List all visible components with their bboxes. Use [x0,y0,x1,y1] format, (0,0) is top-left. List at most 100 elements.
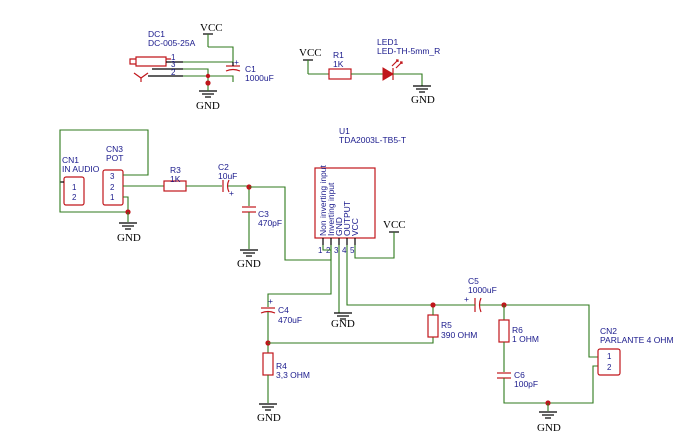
wire-r4-r5 [268,337,434,344]
c1-plus: + [234,57,239,67]
junction-dot [205,80,211,86]
dc1-pin-2: 2 [171,68,176,77]
gnd-label-c3: GND [237,258,261,270]
r5-ref: R5 [441,320,452,330]
junction-dot [430,302,436,308]
vcc-label-dc: VCC [200,22,223,34]
cn3-pin-1: 1 [110,193,115,202]
c4-plus: + [268,296,273,306]
wire-in-gnd [59,182,129,213]
cn1-value: IN AUDIO [62,164,100,174]
vcc-label-u1: VCC [383,219,406,231]
c2-capacitor[interactable] [222,179,230,193]
vcc-symbol-led [303,59,313,74]
c6-capacitor[interactable] [497,372,511,379]
c3-ref: C3 [258,209,269,219]
dc1-value: DC-005-25A [148,38,196,48]
junction-dot [205,73,211,79]
c5-plus: + [464,294,469,304]
c5-value: 1000uF [468,285,497,295]
gnd-symbol-r4 [259,403,277,411]
cn2-value: PARLANTE 4 OHM [600,335,674,345]
u1-pin3-num: 3 [334,246,339,255]
cn3-pin-3: 3 [110,172,115,181]
wire-dc-vcc [183,46,234,63]
c3-capacitor[interactable] [242,206,256,213]
gnd-label-out: GND [537,422,561,434]
u1-pin5-num: 5 [350,246,355,255]
dc1-jack[interactable]: 1 3 2 [129,53,183,82]
dc1-pin-1: 1 [171,53,176,62]
wire-dc-gnd [183,68,234,82]
r3-value: 1K [170,174,181,184]
u1-pin5-name: VCC [350,218,360,236]
u1-ref: U1 [339,126,350,136]
r3-ref: R3 [170,165,181,175]
gnd-label-led: GND [411,94,435,106]
c1-ref: C1 [245,64,256,74]
u1-pin3-name: GND [334,217,344,236]
wire-c5-cn2 [464,304,598,358]
cn2-pin-1: 1 [607,352,612,361]
c1-value: 1000uF [245,73,274,83]
r6-value: 1 OHM [512,334,539,344]
cn2-speaker-connector[interactable] [597,348,621,376]
dc1-pin-3: 3 [171,60,176,69]
gnd-symbol-u1 [334,312,352,320]
c1-capacitor[interactable] [225,62,241,72]
gnd-label-dc: GND [196,100,220,112]
u1-pin4-name: OUTPUT [342,201,352,236]
wire-c6-cn2 [503,365,598,404]
cn1-pin-2: 2 [72,193,77,202]
c4-value: 470uF [278,315,302,325]
gnd-label-u1: GND [331,318,355,330]
gnd-label-in: GND [117,232,141,244]
r6-resistor[interactable] [498,319,510,343]
r1-ref: R1 [333,50,344,60]
wire-led-c [393,73,423,86]
gnd-symbol-dc [199,86,217,98]
wire-u1-out [346,245,464,306]
cn1-pin-1: 1 [72,183,77,192]
c4-ref: C4 [278,305,289,315]
r5-resistor[interactable] [427,314,439,338]
wire-in-loop [59,129,149,182]
c4-capacitor[interactable] [260,307,276,314]
c3-value: 470pF [258,218,282,228]
u1-amplifier-ic[interactable] [314,167,376,245]
r6-ref: R6 [512,325,523,335]
led1-value: LED-TH-5mm_R [377,46,440,56]
c2-ref: C2 [218,162,229,172]
cn1-ref: CN1 [62,155,79,165]
c6-ref: C6 [514,370,525,380]
dc1-ref: DC1 [148,29,165,39]
cn3-potentiometer[interactable] [102,169,124,206]
cn3-ref: CN3 [106,144,123,154]
cn3-value: POT [106,153,123,163]
c2-plus: + [229,188,234,198]
vcc-label-led: VCC [299,47,322,59]
wire-u1-vcc [354,232,395,259]
cn1-connector[interactable] [60,176,85,206]
u1-value: TDA2003L-TB5-T [339,135,406,145]
r1-resistor[interactable] [328,68,352,80]
cn2-pin-2: 2 [607,363,612,372]
cn3-pin-2: 2 [110,183,115,192]
c6-value: 100pF [514,379,538,389]
r5-value: 390 OHM [441,330,477,340]
u1-pin1-num: 1 [318,246,323,255]
r4-ref: R4 [276,361,287,371]
c5-ref: C5 [468,276,479,286]
gnd-label-r4: GND [257,412,281,424]
r4-value: 3,3 OHM [276,370,310,380]
led1-ref: LED1 [377,37,399,47]
gnd-symbol-c3 [240,249,258,257]
u1-pin1-name: Non inverting input [318,164,328,236]
led1-diode[interactable] [382,59,403,81]
r4-resistor[interactable] [262,352,274,376]
c2-value: 10uF [218,171,237,181]
wire-u1-pin2 [267,245,332,307]
cn2-ref: CN2 [600,326,617,336]
r1-value: 1K [333,59,344,69]
